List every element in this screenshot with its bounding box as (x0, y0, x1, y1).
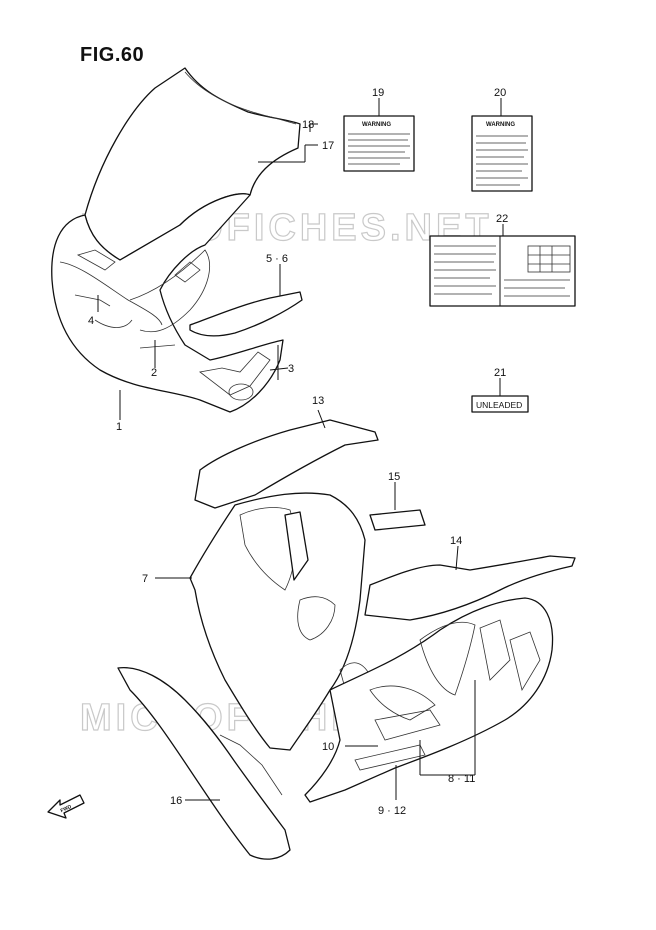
inner-panel-5-6 (189, 291, 303, 337)
label-13: 13 (312, 395, 324, 407)
label-2: 2 (151, 367, 157, 379)
label-19: 19 (372, 87, 384, 99)
figure-title: FIG.60 (80, 44, 145, 66)
warning-label-19: WARNING (343, 115, 415, 172)
label-5-6: 5 · 6 (266, 253, 288, 265)
label-18: 18 (302, 119, 314, 131)
label-16: 16 (170, 795, 182, 807)
label-1: 1 (116, 421, 122, 433)
svg-text:WARNING: WARNING (362, 122, 391, 128)
info-label-22 (429, 235, 576, 307)
forward-arrow-icon: FWD (47, 794, 85, 819)
svg-text:WARNING: WARNING (486, 122, 515, 128)
cushion-15 (369, 509, 426, 531)
label-4: 4 (88, 315, 94, 327)
label-9-12: 9 · 12 (378, 805, 406, 817)
upper-cowling (51, 67, 301, 413)
label-14: 14 (450, 535, 462, 547)
warning-label-20: WARNING (471, 115, 533, 192)
leader-lines (97, 98, 504, 801)
label-17: 17 (322, 140, 334, 152)
label-10: 10 (322, 741, 334, 753)
lower-cowling-16 (117, 666, 291, 860)
label-7: 7 (142, 573, 148, 585)
side-cowling-8-11 (304, 597, 554, 803)
label-8-11: 8 · 11 (448, 773, 475, 785)
label-3: 3 (288, 363, 294, 375)
label-20: 20 (494, 87, 506, 99)
label-22: 22 (496, 213, 508, 225)
label-15: 15 (388, 471, 400, 483)
svg-text:UNLEADED: UNLEADED (476, 400, 522, 410)
inner-panel-13 (194, 419, 379, 509)
unleaded-label-21: UNLEADED (471, 395, 529, 413)
inner-panel-14 (364, 555, 576, 621)
label-21: 21 (494, 367, 506, 379)
svg-text:FWD: FWD (60, 804, 73, 814)
side-cowling-7 (189, 492, 369, 751)
